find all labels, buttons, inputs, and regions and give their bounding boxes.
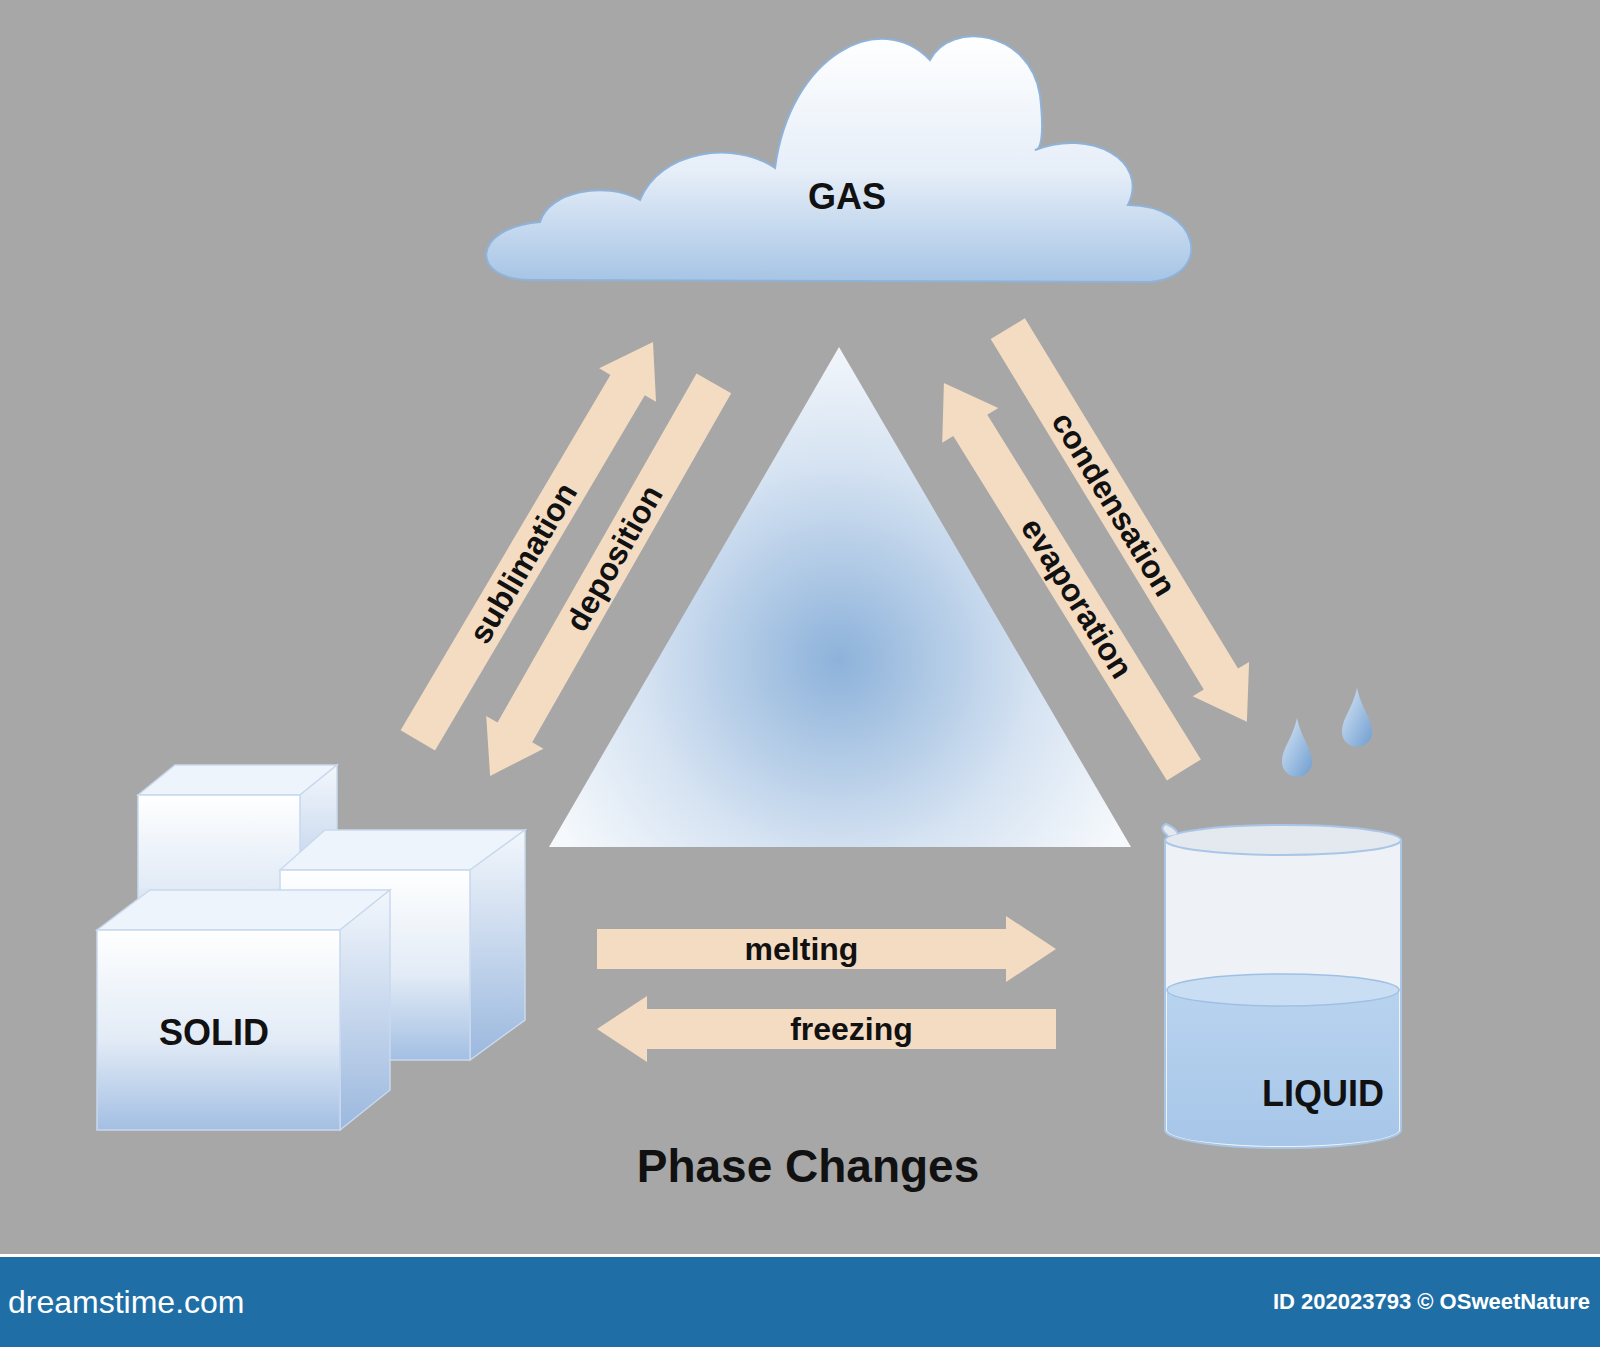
gas-node: GAS — [490, 10, 1204, 286]
cube-top — [97, 890, 390, 930]
water-drop — [1342, 688, 1372, 747]
cube-side — [340, 890, 390, 1130]
phase-arrow — [942, 383, 1201, 781]
cube-side — [470, 830, 525, 1060]
edge-label: freezing — [786, 1011, 917, 1047]
edge-label: melting — [741, 931, 863, 967]
diagram-title: Phase Changes — [637, 1139, 980, 1193]
solid-node: SOLID — [92, 755, 530, 1133]
gas-cloud — [486, 36, 1191, 282]
beaker-spout — [1162, 824, 1178, 836]
state-label: LIQUID — [1262, 1073, 1384, 1115]
cube-front — [97, 930, 340, 1130]
footer-bar — [0, 1257, 1600, 1347]
watermark-text: ID 202023793 © OSweetNature — [1273, 1289, 1590, 1315]
beaker-glass — [1165, 840, 1401, 1148]
ice-cubes — [97, 765, 525, 1130]
phase-arrow — [991, 318, 1249, 722]
water-drop — [1282, 718, 1312, 777]
phase-arrow — [597, 916, 1056, 982]
footer-line — [0, 1254, 1600, 1257]
phase-arrow — [597, 996, 1056, 1062]
beaker-rim — [1165, 825, 1401, 855]
beaker-liquid — [1167, 990, 1399, 1146]
liquid-node: LIQUID — [1163, 826, 1403, 1153]
watermark-text: dreamstime.com — [8, 1284, 245, 1321]
state-label: GAS — [808, 176, 886, 218]
liquid-surface — [1167, 974, 1399, 1006]
state-label: SOLID — [159, 1012, 269, 1054]
